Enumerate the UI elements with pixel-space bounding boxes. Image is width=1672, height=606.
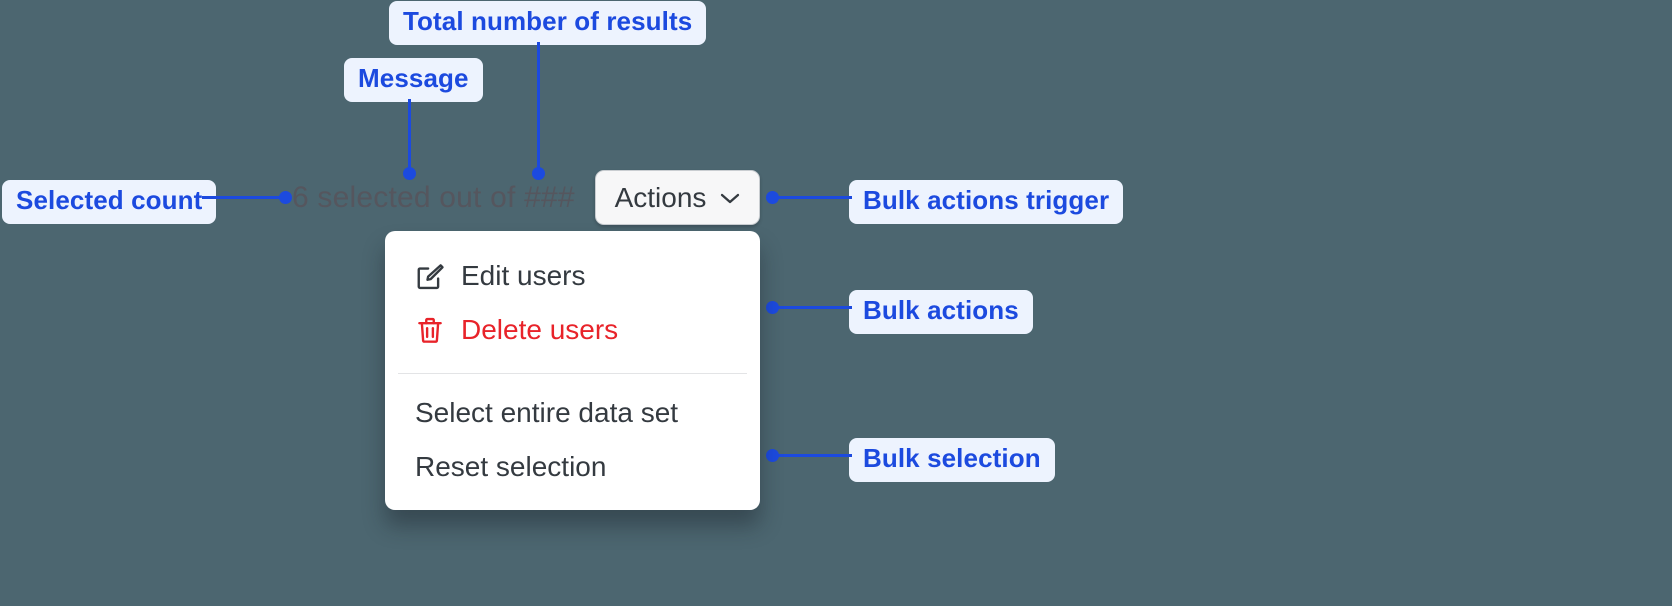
annotation-selected-count: Selected count — [2, 180, 217, 224]
connector-dot-bulk-selection — [766, 449, 779, 462]
annotation-bulk-actions-trigger: Bulk actions trigger — [849, 180, 1124, 224]
chevron-down-icon — [720, 192, 740, 204]
menu-item-edit-users-label: Edit users — [461, 260, 586, 291]
connector-dot-selected-count — [279, 191, 292, 204]
connector-dot-message — [403, 167, 416, 180]
connector-line-message — [408, 99, 411, 173]
menu-item-select-entire-data-set-label: Select entire data set — [415, 397, 679, 428]
annotation-bulk-actions: Bulk actions — [849, 290, 1033, 334]
bulk-selection-status-text: 6 selected out of ### — [292, 181, 575, 214]
menu-item-reset-selection[interactable]: Reset selection — [385, 440, 760, 494]
edit-icon — [415, 261, 445, 291]
connector-line-bulk-selection — [770, 454, 852, 457]
connector-dot-bulk-actions — [766, 301, 779, 314]
bulk-actions-trigger-button[interactable]: Actions — [595, 170, 760, 225]
menu-item-delete-users-label: Delete users — [461, 314, 619, 345]
bulk-actions-menu[interactable]: Edit users Delete users Select entire da… — [385, 231, 760, 510]
menu-item-select-entire-data-set[interactable]: Select entire data set — [385, 386, 760, 440]
connector-line-bulk-actions — [770, 306, 852, 309]
annotation-message: Message — [344, 58, 483, 102]
bulk-actions-trigger-label: Actions — [614, 181, 707, 213]
connector-line-bulk-actions-trigger — [770, 196, 852, 199]
annotation-total-number-of-results: Total number of results — [389, 1, 707, 45]
menu-item-reset-selection-label: Reset selection — [415, 451, 607, 482]
connector-line-selected-count — [202, 196, 286, 199]
menu-item-delete-users[interactable]: Delete users — [385, 303, 760, 357]
connector-dot-total-results — [532, 167, 545, 180]
connector-dot-bulk-actions-trigger — [766, 191, 779, 204]
connector-line-total-results — [537, 42, 540, 173]
annotation-bulk-selection: Bulk selection — [849, 438, 1055, 482]
menu-divider — [398, 373, 747, 374]
menu-item-edit-users[interactable]: Edit users — [385, 249, 760, 303]
trash-icon — [415, 315, 445, 345]
